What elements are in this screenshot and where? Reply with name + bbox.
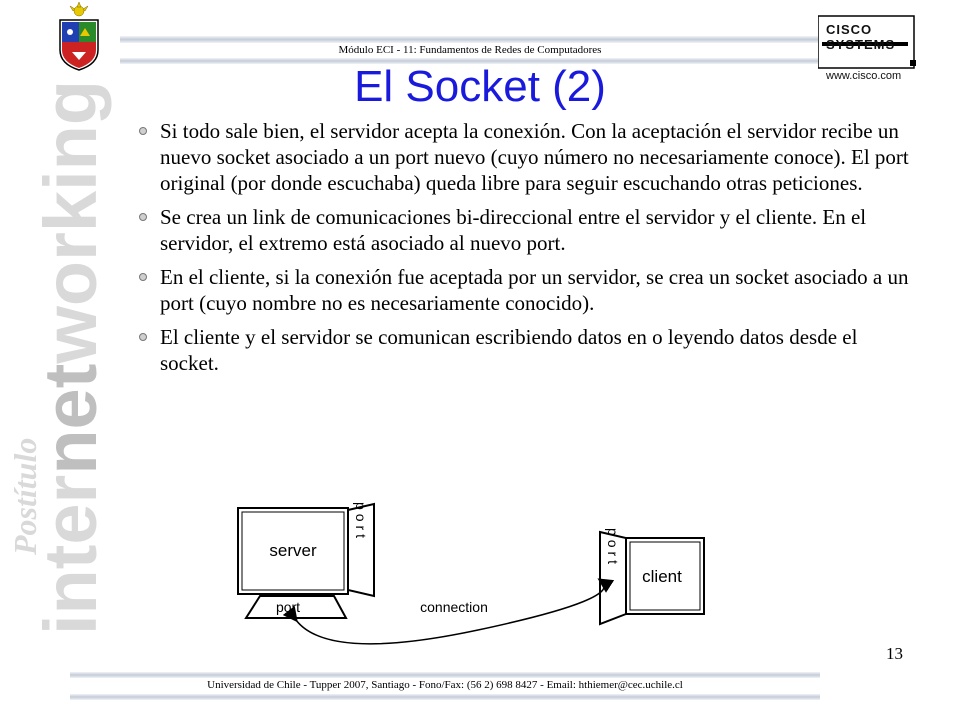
- bullet-item: El cliente y el servidor se comunican es…: [136, 324, 916, 376]
- svg-text:internetworking: internetworking: [29, 80, 112, 635]
- bullet-item: Si todo sale bien, el servidor acepta la…: [136, 118, 916, 196]
- bullet-marker-icon: [139, 273, 147, 281]
- postitulo-internetworking-watermark: internetworking Postítulo: [7, 80, 112, 635]
- server-label: server: [269, 541, 317, 560]
- watermark-working: working: [29, 80, 112, 365]
- footer-bar-top: [70, 672, 820, 678]
- client-box: [625, 537, 705, 615]
- bullet-item: En el cliente, si la conexión fue acepta…: [136, 264, 916, 316]
- svg-text:port: port: [605, 528, 621, 568]
- bullet-text: El cliente y el servidor se comunican es…: [160, 325, 858, 375]
- client-label: client: [642, 567, 682, 586]
- page-number: 13: [886, 644, 903, 663]
- bullet-text: Si todo sale bien, el servidor acepta la…: [160, 119, 909, 195]
- course-header: Módulo ECI - 11: Fundamentos de Redes de…: [338, 44, 602, 56]
- header-bar-bottom: [120, 58, 820, 64]
- svg-text:port: port: [353, 502, 369, 542]
- connection-label: connection: [420, 599, 488, 615]
- footer-bar-bottom: [70, 694, 820, 700]
- watermark-postitulo: Postítulo: [7, 438, 43, 556]
- bullet-list: Si todo sale bien, el servidor acepta la…: [136, 118, 916, 384]
- server-port-bottom-label: port: [276, 599, 300, 615]
- slide-title: El Socket (2): [354, 62, 606, 111]
- cisco-systems-wordmark: CISCO SYSTEMS: [826, 22, 896, 52]
- bullet-text: En el cliente, si la conexión fue acepta…: [160, 265, 909, 315]
- watermark-net: net: [29, 364, 112, 475]
- bullet-marker-icon: [139, 213, 147, 221]
- bullet-item: Se crea un link de comunicaciones bi-dir…: [136, 204, 916, 256]
- cisco-url: www.cisco.com: [826, 70, 902, 82]
- header-bar-top: [120, 36, 820, 43]
- bullet-marker-icon: [139, 333, 147, 341]
- cisco-logo: [818, 15, 916, 69]
- socket-connection-diagram: server port port port client connection: [237, 502, 705, 645]
- bullet-text: Se crea un link de comunicaciones bi-dir…: [160, 205, 867, 255]
- watermark-inter: inter: [29, 475, 112, 635]
- footer-contact: Universidad de Chile - Tupper 2007, Sant…: [207, 679, 683, 691]
- bullet-marker-icon: [139, 127, 147, 135]
- connection-line: [282, 578, 615, 645]
- university-crest-logo: [59, 2, 99, 71]
